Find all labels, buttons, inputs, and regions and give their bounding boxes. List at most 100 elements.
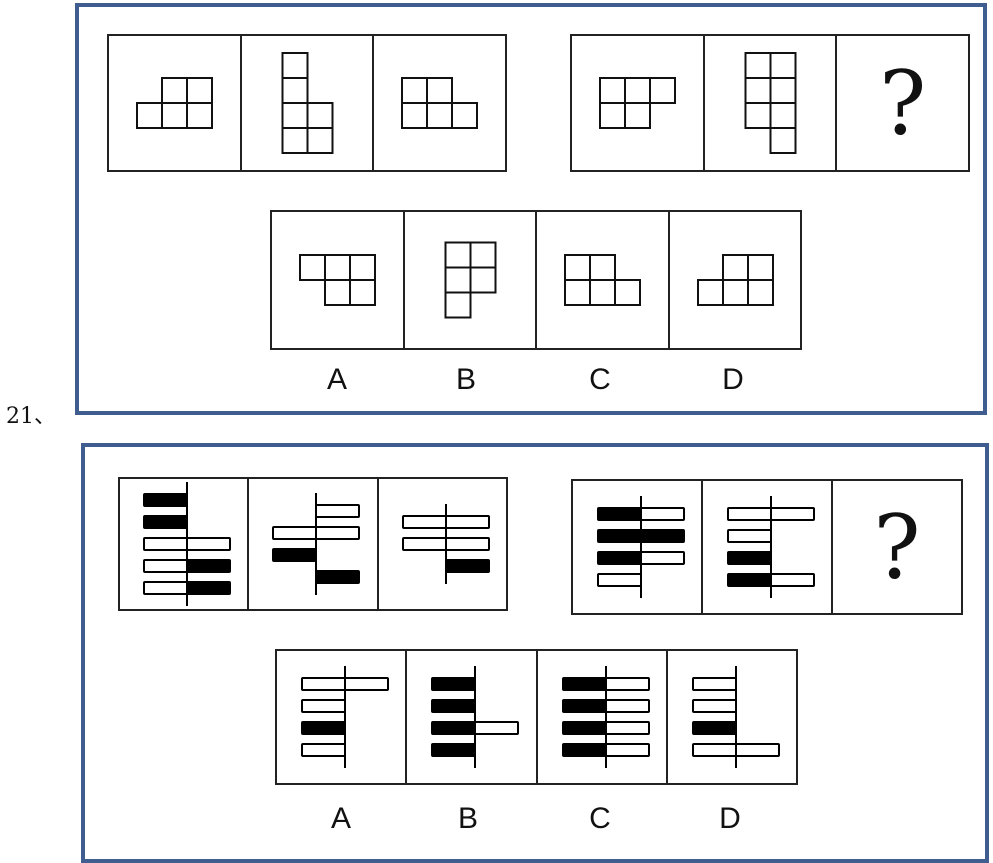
grid-square <box>599 77 626 104</box>
q21-option-label-a: A <box>326 363 347 396</box>
hollow-bar <box>315 526 361 540</box>
grid-square <box>281 127 309 154</box>
filled-bar <box>431 677 477 691</box>
hollow-bar <box>301 677 346 691</box>
option-cell[interactable] <box>535 212 668 348</box>
grid-square <box>349 254 376 281</box>
hollow-bar <box>691 677 737 691</box>
hollow-bar <box>301 699 346 713</box>
hollow-bar <box>604 721 650 735</box>
q21-options <box>270 210 802 350</box>
hollow-bar <box>143 581 188 595</box>
q21-option-label-d: D <box>722 363 744 396</box>
grid-square <box>649 77 676 104</box>
filled-bar <box>561 743 607 757</box>
filled-bar <box>640 529 685 543</box>
puzzle-frame-q21 <box>75 3 987 415</box>
grid-square <box>281 102 309 129</box>
figure-cell <box>376 479 506 609</box>
grid-square <box>401 77 429 104</box>
hollow-bar <box>315 504 361 518</box>
option-a-square-grid <box>299 254 376 306</box>
q22-option-label-d: D <box>719 802 741 835</box>
figure-cell <box>247 479 376 609</box>
hollow-bar <box>444 515 490 529</box>
grid-square <box>161 102 188 129</box>
grid-square <box>401 102 429 129</box>
hollow-bar <box>640 551 685 565</box>
grid-square <box>186 77 213 104</box>
grid-square <box>589 279 616 306</box>
filled-bar <box>727 551 772 565</box>
option-cell[interactable] <box>667 212 801 348</box>
filled-bar <box>561 699 607 713</box>
hollow-bar <box>770 507 815 521</box>
grid-square <box>746 279 774 306</box>
hollow-bar <box>734 743 780 757</box>
figure-cell <box>702 36 836 170</box>
q22-given-right: ? <box>571 479 963 615</box>
filled-bar <box>561 721 607 735</box>
grid-square <box>744 52 772 79</box>
filled-bar <box>315 570 361 584</box>
figure-cell <box>701 481 831 613</box>
hollow-bar <box>727 507 772 521</box>
grid-square <box>451 102 479 129</box>
figure-cell <box>239 36 373 170</box>
figure-5-square-grid <box>744 52 797 154</box>
question-number-21: 21、 <box>6 404 56 429</box>
grid-square <box>324 279 351 306</box>
hollow-bar <box>474 721 520 735</box>
figure-cell <box>109 36 240 170</box>
grid-square <box>614 279 641 306</box>
grid-square <box>746 254 774 281</box>
figure-5-bar-figure <box>727 496 815 598</box>
grid-square <box>469 266 496 294</box>
option-cell[interactable] <box>277 651 405 783</box>
grid-square <box>281 52 309 79</box>
figure-cell <box>572 36 703 170</box>
grid-square <box>744 102 772 129</box>
filled-bar <box>444 559 490 573</box>
figure-cell <box>573 481 701 613</box>
q22-option-label-c: C <box>589 802 611 835</box>
filled-bar <box>727 573 772 587</box>
question-mark: ? <box>879 51 927 155</box>
grid-square <box>564 254 591 281</box>
figure-cell <box>120 479 247 609</box>
q21-option-label-b: B <box>455 363 476 396</box>
hollow-bar <box>727 529 772 543</box>
figure-1-bar-figure <box>143 482 231 606</box>
option-cell[interactable] <box>665 651 796 783</box>
figure-cell <box>372 36 505 170</box>
filled-bar <box>431 721 477 735</box>
hollow-bar <box>640 507 685 521</box>
grid-square <box>281 77 309 104</box>
grid-square <box>444 291 471 319</box>
q21-given-left <box>107 34 507 172</box>
q22-given-left <box>118 477 508 611</box>
figure-4-bar-figure <box>597 496 685 598</box>
hollow-bar <box>272 526 318 540</box>
option-cell[interactable] <box>535 651 666 783</box>
filled-bar <box>597 529 642 543</box>
option-cell[interactable] <box>402 212 536 348</box>
hollow-bar <box>770 573 815 587</box>
grid-square <box>769 52 797 79</box>
figure-2-square-grid <box>281 52 334 154</box>
question-cell: ? <box>835 36 968 170</box>
grid-square <box>599 102 626 129</box>
filled-bar <box>597 507 642 521</box>
grid-square <box>769 77 797 104</box>
figure-2-bar-figure <box>272 493 361 595</box>
option-c-bar-figure <box>561 666 650 768</box>
option-b-square-grid <box>444 241 496 319</box>
filled-bar <box>431 699 477 713</box>
hollow-bar <box>604 677 650 691</box>
grid-square <box>426 77 454 104</box>
grid-square <box>744 77 772 104</box>
option-cell[interactable] <box>405 651 535 783</box>
hollow-bar <box>143 559 188 573</box>
option-a-bar-figure <box>301 666 389 768</box>
option-cell[interactable] <box>272 212 403 348</box>
